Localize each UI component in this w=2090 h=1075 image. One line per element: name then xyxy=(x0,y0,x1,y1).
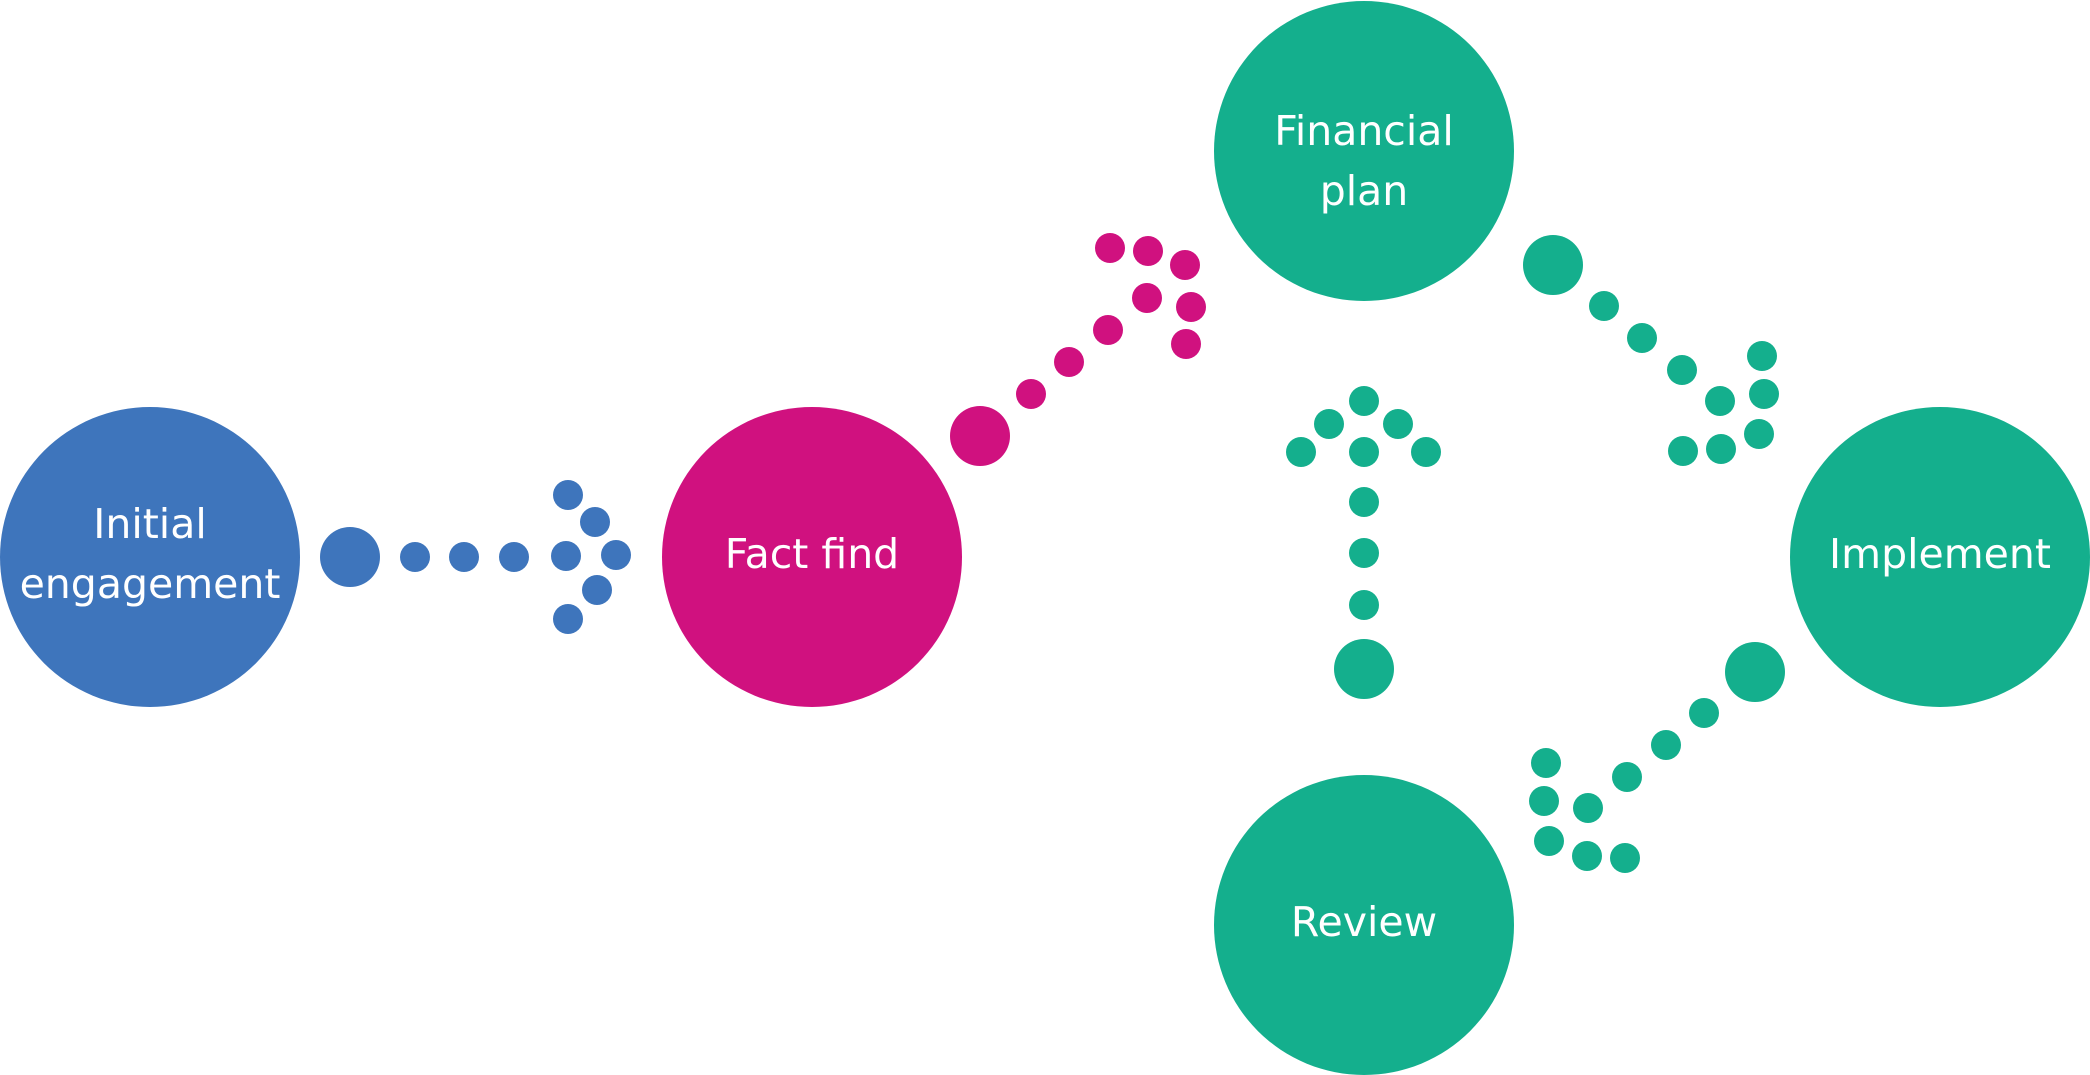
connector-dot xyxy=(1667,355,1697,385)
connector-dot xyxy=(1054,347,1084,377)
connector-dot xyxy=(1349,487,1379,517)
connector-dot xyxy=(1349,590,1379,620)
arrowhead-dot xyxy=(1747,341,1777,371)
node-implement-label: Implement xyxy=(1829,530,2051,578)
connector-start-dot xyxy=(950,406,1010,466)
connector-implement-to-review xyxy=(1529,642,1785,873)
node-initial-engagement: Initial engagement xyxy=(0,407,300,707)
arrowhead-dot xyxy=(1095,233,1125,263)
node-review-label: Review xyxy=(1291,898,1437,946)
arrowhead-dot xyxy=(1349,437,1379,467)
node-initial-engagement-label-line2: engagement xyxy=(20,560,281,608)
node-initial-engagement-label-line1: Initial xyxy=(93,500,206,548)
connector-dot xyxy=(1016,379,1046,409)
arrowhead-dot xyxy=(1706,434,1736,464)
arrowhead-dot xyxy=(580,507,610,537)
node-implement: Implement xyxy=(1790,407,2090,707)
node-financial-plan-label-line2: plan xyxy=(1320,167,1409,215)
arrowhead-dot xyxy=(582,575,612,605)
arrowhead-dot xyxy=(1132,283,1162,313)
arrowhead-dot xyxy=(1383,409,1413,439)
connector-start-dot xyxy=(1334,639,1394,699)
arrowhead-dot xyxy=(1349,386,1379,416)
node-financial-plan-label-line1: Financial xyxy=(1274,107,1454,155)
arrowhead-dot xyxy=(1411,437,1441,467)
arrowhead-dot xyxy=(1573,793,1603,823)
node-financial-plan: Financial plan xyxy=(1214,1,1514,301)
connector-dot xyxy=(1093,315,1123,345)
arrowhead-dot xyxy=(1534,826,1564,856)
node-fact-find-circle xyxy=(662,407,962,707)
connector-dot xyxy=(499,542,529,572)
connector-dot xyxy=(1589,291,1619,321)
connector-dot xyxy=(1612,762,1642,792)
connector-start-dot xyxy=(1523,235,1583,295)
arrowhead-dot xyxy=(1610,843,1640,873)
connector-start-dot xyxy=(1725,642,1785,702)
arrowhead-dot xyxy=(1749,379,1779,409)
arrowhead-dot xyxy=(1572,841,1602,871)
arrowhead-dot xyxy=(601,540,631,570)
node-implement-circle xyxy=(1790,407,2090,707)
arrowhead-dot xyxy=(553,604,583,634)
node-fact-find-label: Fact find xyxy=(725,530,899,578)
connector-initial-to-factfind xyxy=(320,480,631,634)
node-review-circle xyxy=(1214,775,1514,1075)
connector-dot xyxy=(449,542,479,572)
arrowhead-dot xyxy=(1176,292,1206,322)
connector-review-to-financialplan xyxy=(1286,386,1441,699)
node-fact-find: Fact find xyxy=(662,407,962,707)
arrowhead-dot xyxy=(1531,748,1561,778)
arrowhead-dot xyxy=(551,541,581,571)
connector-dot xyxy=(1349,538,1379,568)
connector-factfind-to-financialplan xyxy=(950,233,1206,466)
connector-start-dot xyxy=(320,527,380,587)
arrowhead-dot xyxy=(1170,250,1200,280)
node-review: Review xyxy=(1214,775,1514,1075)
arrowhead-dot xyxy=(1529,786,1559,816)
node-financial-plan-circle xyxy=(1214,1,1514,301)
arrowhead-dot xyxy=(1286,437,1316,467)
connector-dot xyxy=(1689,698,1719,728)
arrowhead-dot xyxy=(1668,436,1698,466)
arrowhead-dot xyxy=(1133,236,1163,266)
arrowhead-dot xyxy=(1705,386,1735,416)
arrowhead-dot xyxy=(1171,329,1201,359)
arrowhead-dot xyxy=(1314,409,1344,439)
arrowhead-dot xyxy=(1744,419,1774,449)
arrowhead-dot xyxy=(553,480,583,510)
connector-dot xyxy=(1627,323,1657,353)
node-initial-engagement-circle xyxy=(0,407,300,707)
connector-dot xyxy=(400,542,430,572)
connector-dot xyxy=(1651,730,1681,760)
connector-financialplan-to-implement xyxy=(1523,235,1779,466)
